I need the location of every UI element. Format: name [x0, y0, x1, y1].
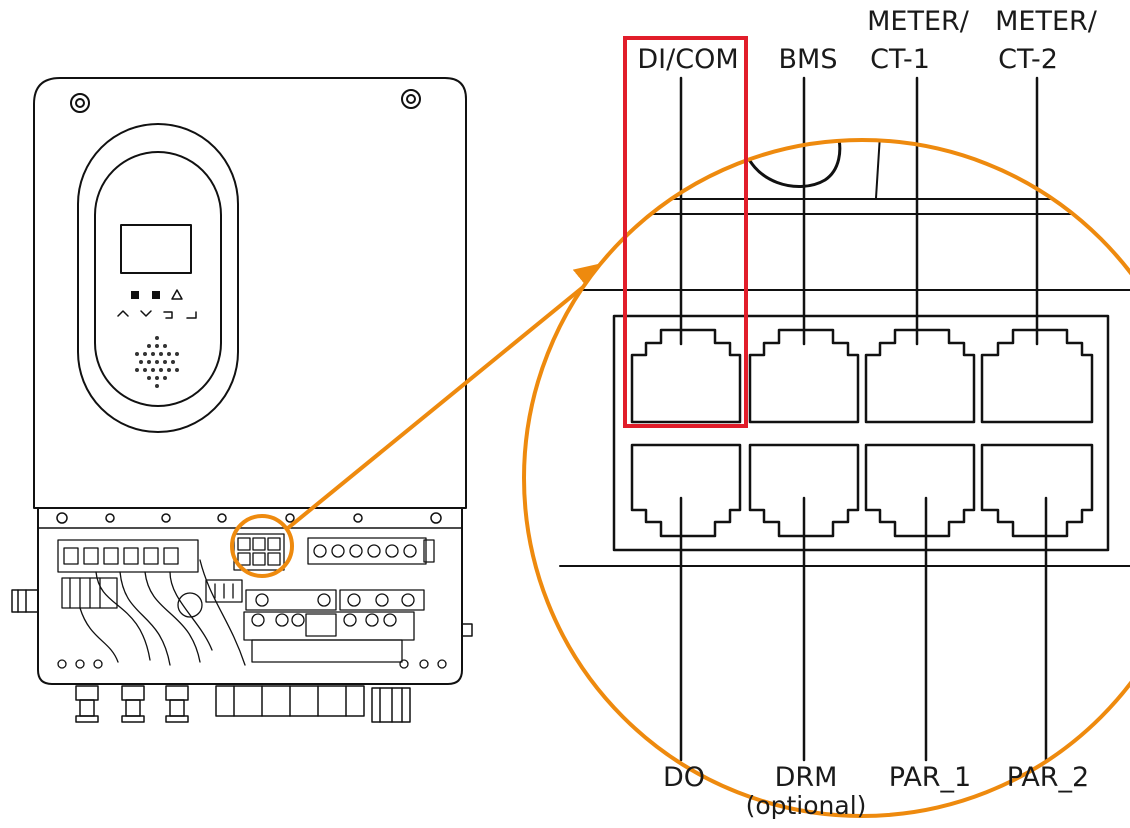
- label-drm-optional: (optional): [746, 791, 867, 820]
- label-meter-ct2-line1: METER/: [995, 6, 1098, 37]
- label-bms: BMS: [779, 44, 838, 75]
- magnifier-circle: [522, 138, 1130, 818]
- control-buttons-icons: [117, 310, 197, 319]
- port-block: [612, 314, 1110, 552]
- callout-source-circle: [230, 514, 294, 578]
- label-meter-ct1-line2: CT-1: [870, 44, 930, 75]
- magnified-port-view: [522, 76, 1130, 818]
- label-do: DO: [663, 762, 705, 793]
- label-par1: PAR_1: [889, 762, 971, 793]
- top-labels: DI/COM BMS METER/ CT-1 METER/ CT-2: [637, 6, 1097, 75]
- mounting-hole-icon: [401, 89, 421, 109]
- inverter-housing: [33, 77, 467, 509]
- rj45-port-do: [630, 443, 742, 538]
- rj45-port-bms: [748, 328, 860, 424]
- rj45-port-meter-ct1: [864, 328, 976, 424]
- bottom-labels: DO DRM (optional) PAR_1 PAR_2: [663, 762, 1089, 820]
- rj45-ports-bottom-row: [630, 443, 1094, 538]
- label-meter-ct1-line1: METER/: [867, 6, 970, 37]
- lcd-screen: [120, 224, 192, 274]
- di-com-highlight-box: [623, 36, 748, 428]
- inverter-unit: [11, 77, 473, 723]
- status-led-icons: [131, 289, 183, 300]
- rj45-port-drm: [748, 443, 860, 538]
- label-di-com: DI/COM: [637, 44, 738, 75]
- rj45-port-par2: [980, 443, 1094, 538]
- label-drm: DRM: [775, 762, 838, 793]
- port-lead-lines: [679, 76, 1048, 762]
- label-meter-ct2-line2: CT-2: [998, 44, 1058, 75]
- comm-ports-small: [233, 533, 285, 571]
- front-display-panel: [77, 123, 239, 433]
- label-par2: PAR_2: [1007, 762, 1089, 793]
- rj45-port-par1: [864, 443, 976, 538]
- callout-arrow: [286, 259, 617, 530]
- mounting-hole-icon: [70, 93, 90, 113]
- speaker-grille-icon: [135, 336, 179, 388]
- wiring-compartment: [11, 507, 473, 685]
- cable-glands: [75, 685, 411, 723]
- rj45-port-meter-ct2: [980, 328, 1094, 424]
- rj45-ports-top-row: [630, 328, 1094, 424]
- rj45-port-di-com: [630, 328, 742, 424]
